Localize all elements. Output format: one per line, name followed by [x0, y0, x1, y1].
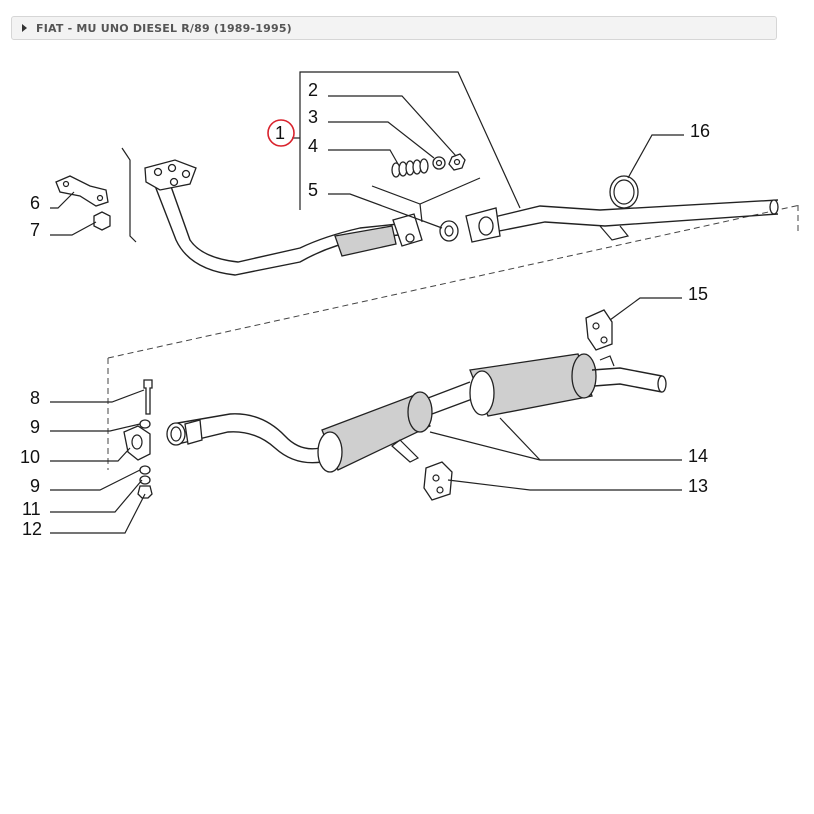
- nut-hole: [453, 158, 461, 166]
- leader-9b: [50, 469, 141, 491]
- stud-lines: [371, 177, 481, 205]
- callout-4[interactable]: 4: [308, 136, 318, 156]
- breadcrumb[interactable]: FIAT - MU UNO DIESEL R/89 (1989-1995): [11, 16, 777, 40]
- callout-8[interactable]: 8: [30, 388, 40, 408]
- leader-6: [50, 191, 75, 209]
- callout-10[interactable]: 10: [20, 447, 40, 467]
- callout-11[interactable]: 11: [22, 499, 41, 519]
- callout-9b[interactable]: 9: [30, 476, 40, 496]
- callout-14[interactable]: 14: [688, 446, 708, 466]
- washer-lower-part[interactable]: [139, 465, 151, 475]
- breadcrumb-title: FIAT - MU UNO DIESEL R/89 (1989-1995): [36, 21, 292, 35]
- lock-nut-part[interactable]: [137, 485, 153, 499]
- callout-9a[interactable]: 9: [30, 417, 40, 437]
- leader-11: [50, 479, 143, 513]
- group-bracket-1: [299, 71, 521, 210]
- section-divider: [107, 204, 801, 359]
- rear-pipe[interactable]: [166, 413, 323, 464]
- washer-hole: [435, 159, 443, 167]
- washer-part[interactable]: [432, 156, 446, 170]
- leader-7: [50, 221, 97, 236]
- expand-arrow-icon[interactable]: [22, 24, 27, 32]
- front-pipe[interactable]: [144, 159, 423, 276]
- leader-14b: [499, 417, 541, 461]
- washer-upper-part[interactable]: [139, 419, 151, 429]
- callout-1[interactable]: 1: [275, 123, 285, 143]
- leader-12: [50, 493, 146, 534]
- leader-9a: [50, 423, 141, 432]
- leader-2: [328, 95, 457, 157]
- plate-hole: [62, 180, 70, 188]
- stud-lines-2: [419, 203, 423, 223]
- spring-part[interactable]: [391, 158, 429, 178]
- callout-16[interactable]: 16: [690, 121, 710, 141]
- clamp-hole: [131, 434, 143, 450]
- rubber-mount-part[interactable]: [423, 461, 453, 501]
- plate-hole-2: [96, 194, 104, 202]
- leader-3: [328, 121, 435, 159]
- spring-washer-part[interactable]: [139, 475, 151, 485]
- o-ring-inner: [613, 179, 635, 205]
- gasket-ring-part[interactable]: [439, 220, 459, 242]
- hex-nut-part[interactable]: [93, 211, 111, 231]
- clamp-part[interactable]: [123, 425, 151, 461]
- leader-16: [627, 134, 684, 179]
- callout-13[interactable]: 13: [688, 476, 708, 496]
- gasket-ring-inner: [444, 225, 454, 237]
- callout-12[interactable]: 12: [22, 519, 42, 539]
- callout-7[interactable]: 7: [30, 220, 40, 240]
- leader-10: [50, 447, 131, 462]
- rubber-hanger-part[interactable]: [585, 309, 613, 351]
- leader-8: [50, 389, 145, 403]
- callout-3[interactable]: 3: [308, 107, 318, 127]
- rear-silencer[interactable]: [469, 353, 667, 417]
- callout-15[interactable]: 15: [688, 284, 708, 304]
- nut-part[interactable]: [448, 153, 466, 171]
- callout-6[interactable]: 6: [30, 193, 40, 213]
- leader-5: [328, 193, 443, 229]
- highlight-circle: [267, 119, 295, 147]
- bolt-part[interactable]: [143, 379, 153, 415]
- front-silencer[interactable]: [317, 381, 476, 473]
- callout-5[interactable]: 5: [308, 180, 318, 200]
- leader-15: [609, 297, 682, 321]
- leader-13: [447, 479, 682, 491]
- leader-4: [328, 149, 399, 165]
- group-bracket-left: [121, 147, 137, 243]
- intermediate-pipe[interactable]: [465, 199, 779, 243]
- callout-2[interactable]: 2: [308, 80, 318, 100]
- leader-14: [429, 431, 682, 461]
